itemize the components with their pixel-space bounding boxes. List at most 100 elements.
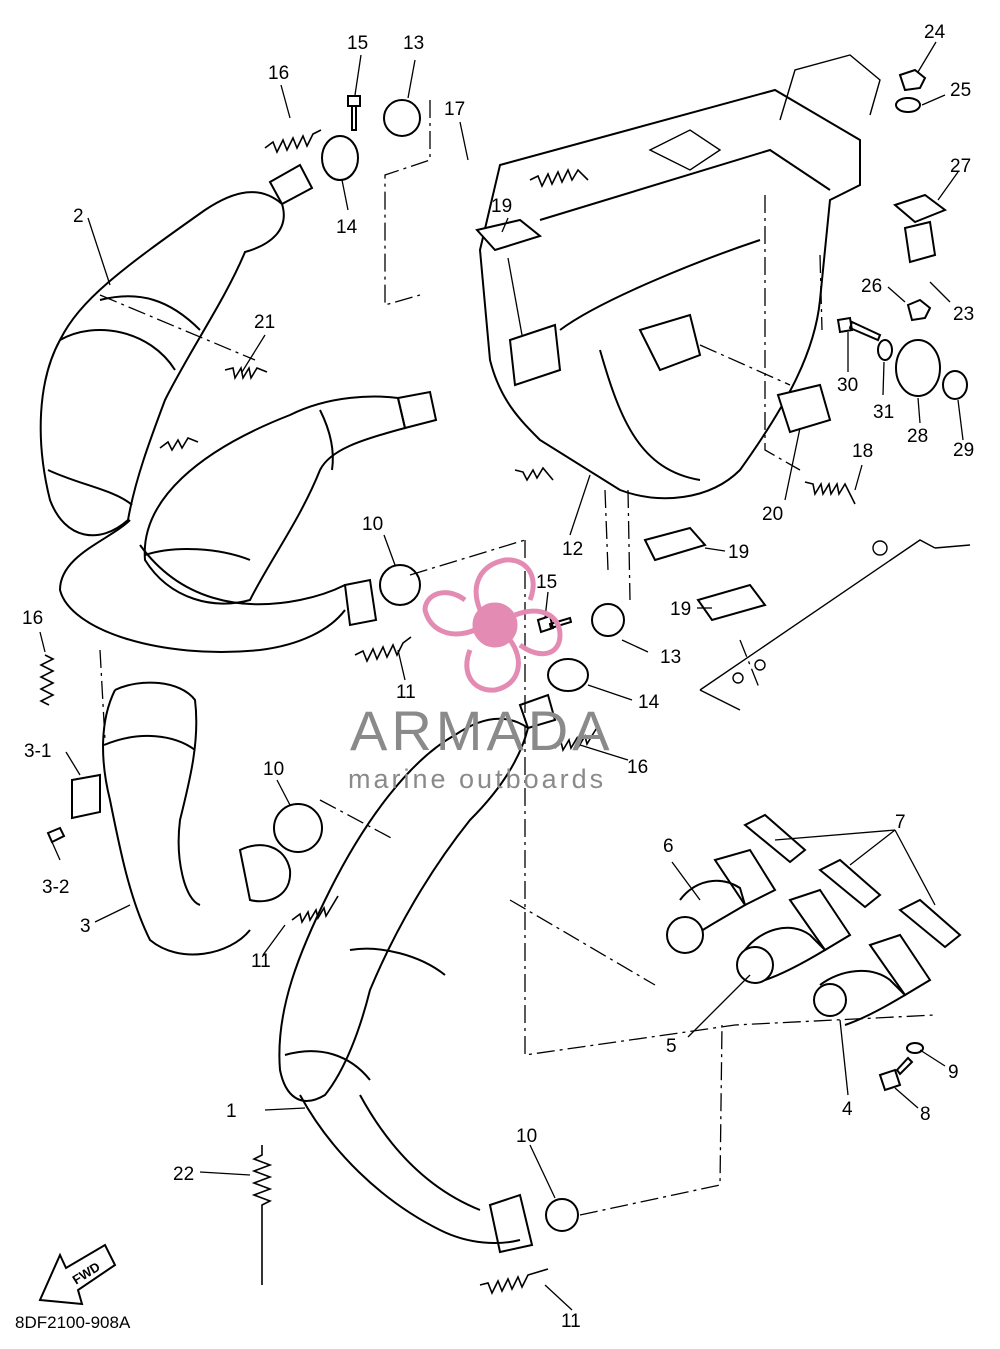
exhaust-pipe-6 xyxy=(666,848,777,954)
callout-21: 21 xyxy=(254,312,275,333)
callout-numbers: 1 2 3 3-1 3-2 4 5 6 7 8 9 10 10 10 11 11… xyxy=(22,22,974,1332)
damper-28 xyxy=(895,339,941,397)
muffler-2 xyxy=(39,163,314,537)
callout-12: 12 xyxy=(562,539,583,560)
washer-31 xyxy=(877,339,893,361)
callout-15-lower: 15 xyxy=(536,572,557,593)
callout-19-top: 19 xyxy=(491,196,512,217)
callout-3-1: 3-1 xyxy=(24,741,51,762)
frame-bracket xyxy=(699,539,971,711)
leader-lines xyxy=(39,41,964,1311)
callout-2: 2 xyxy=(73,206,84,227)
spring-21 xyxy=(224,365,268,381)
bolt-15-lower xyxy=(536,614,573,634)
bolt-8 xyxy=(878,1056,914,1092)
callout-16-center: 16 xyxy=(627,757,648,778)
bracket-19-mid xyxy=(643,526,707,562)
grommet-13-upper xyxy=(383,99,421,137)
collar-29 xyxy=(942,370,968,400)
exhaust-manifold-4 xyxy=(813,933,932,1026)
muffler-3 xyxy=(102,681,292,956)
spring-misc-a xyxy=(159,437,199,452)
bolt-15-upper xyxy=(347,95,361,131)
spring-11-left xyxy=(291,895,339,925)
callout-27: 27 xyxy=(950,156,971,177)
callout-13-lower: 13 xyxy=(660,647,681,668)
callout-1: 1 xyxy=(226,1101,237,1122)
callout-7: 7 xyxy=(895,812,906,833)
spring-11-bottom xyxy=(479,1268,549,1295)
callout-6: 6 xyxy=(663,836,674,857)
callout-10-upper: 10 xyxy=(362,514,383,535)
spring-misc-b xyxy=(514,466,554,482)
rubber-10-upper xyxy=(379,564,421,606)
muffler-2-upper-can xyxy=(143,390,438,605)
gasket-7 xyxy=(743,813,962,949)
spring-16-top xyxy=(264,129,322,154)
spring-17 xyxy=(529,168,589,188)
propeller-logo-icon xyxy=(422,557,563,693)
callout-16-top: 16 xyxy=(268,63,289,84)
nut-24 xyxy=(898,68,927,92)
washer-25 xyxy=(895,97,921,113)
callout-17: 17 xyxy=(444,99,465,120)
callout-19-low: 19 xyxy=(670,599,691,620)
callout-3: 3 xyxy=(80,916,91,937)
rubber-10-lower xyxy=(545,1198,579,1232)
forward-arrow-icon: FWD xyxy=(38,1243,117,1306)
exhaust-pipe-5 xyxy=(736,888,852,984)
rubber-10-middle xyxy=(273,803,323,853)
clamp-14-upper xyxy=(321,135,359,181)
grommet-13-lower xyxy=(591,603,625,637)
callout-18: 18 xyxy=(852,441,873,462)
bolt-30 xyxy=(836,316,882,342)
spring-16-left xyxy=(39,654,55,706)
callout-9: 9 xyxy=(948,1062,959,1083)
muffler-2-pipe xyxy=(58,519,378,653)
spring-11-upper xyxy=(354,636,412,663)
bracket-3-1 xyxy=(71,773,101,820)
callout-22: 22 xyxy=(173,1164,194,1185)
callout-14-upper: 14 xyxy=(336,217,358,238)
callout-16-left: 16 xyxy=(22,608,43,629)
callout-23: 23 xyxy=(953,304,974,325)
callout-8: 8 xyxy=(920,1104,931,1125)
screw-3-2 xyxy=(46,826,66,844)
watermark-subtitle: marine outboards xyxy=(348,764,606,794)
callout-10-lower: 10 xyxy=(516,1126,537,1147)
washer-9 xyxy=(906,1042,924,1054)
callout-26: 26 xyxy=(861,276,882,297)
mount-23 xyxy=(903,220,937,264)
nut-26 xyxy=(906,298,932,322)
callout-15-upper: 15 xyxy=(347,33,368,54)
bracket-27 xyxy=(893,193,948,224)
callout-3-2: 3-2 xyxy=(42,877,69,898)
spring-22 xyxy=(251,1145,273,1285)
callout-30: 30 xyxy=(837,375,858,396)
callout-10-middle: 10 xyxy=(263,759,284,780)
bracket-20 xyxy=(776,383,832,434)
diagram-code: 8DF2100-908A xyxy=(15,1313,131,1332)
callout-19-mid: 19 xyxy=(728,542,749,563)
callout-11-bottom: 11 xyxy=(561,1311,581,1332)
callout-20: 20 xyxy=(762,504,783,525)
spring-16-center xyxy=(554,725,599,753)
callout-25: 25 xyxy=(950,80,971,101)
muffler-1 xyxy=(278,693,557,1254)
alignment-lines xyxy=(99,100,936,1216)
callout-5: 5 xyxy=(666,1036,677,1057)
chamber-12 xyxy=(478,54,881,500)
callout-24: 24 xyxy=(924,22,946,43)
callout-11-left: 11 xyxy=(251,951,271,972)
callout-13-upper: 13 xyxy=(403,33,424,54)
callout-11-upper: 11 xyxy=(396,682,416,703)
spring-18 xyxy=(804,481,856,505)
bracket-19-low xyxy=(696,583,767,622)
clamp-14-lower xyxy=(547,658,589,692)
armada-watermark: ARMADA marine outboards xyxy=(348,557,614,794)
callout-28: 28 xyxy=(907,426,928,447)
callout-4: 4 xyxy=(842,1099,853,1120)
callout-29: 29 xyxy=(953,440,974,461)
watermark-title: ARMADA xyxy=(350,699,614,762)
